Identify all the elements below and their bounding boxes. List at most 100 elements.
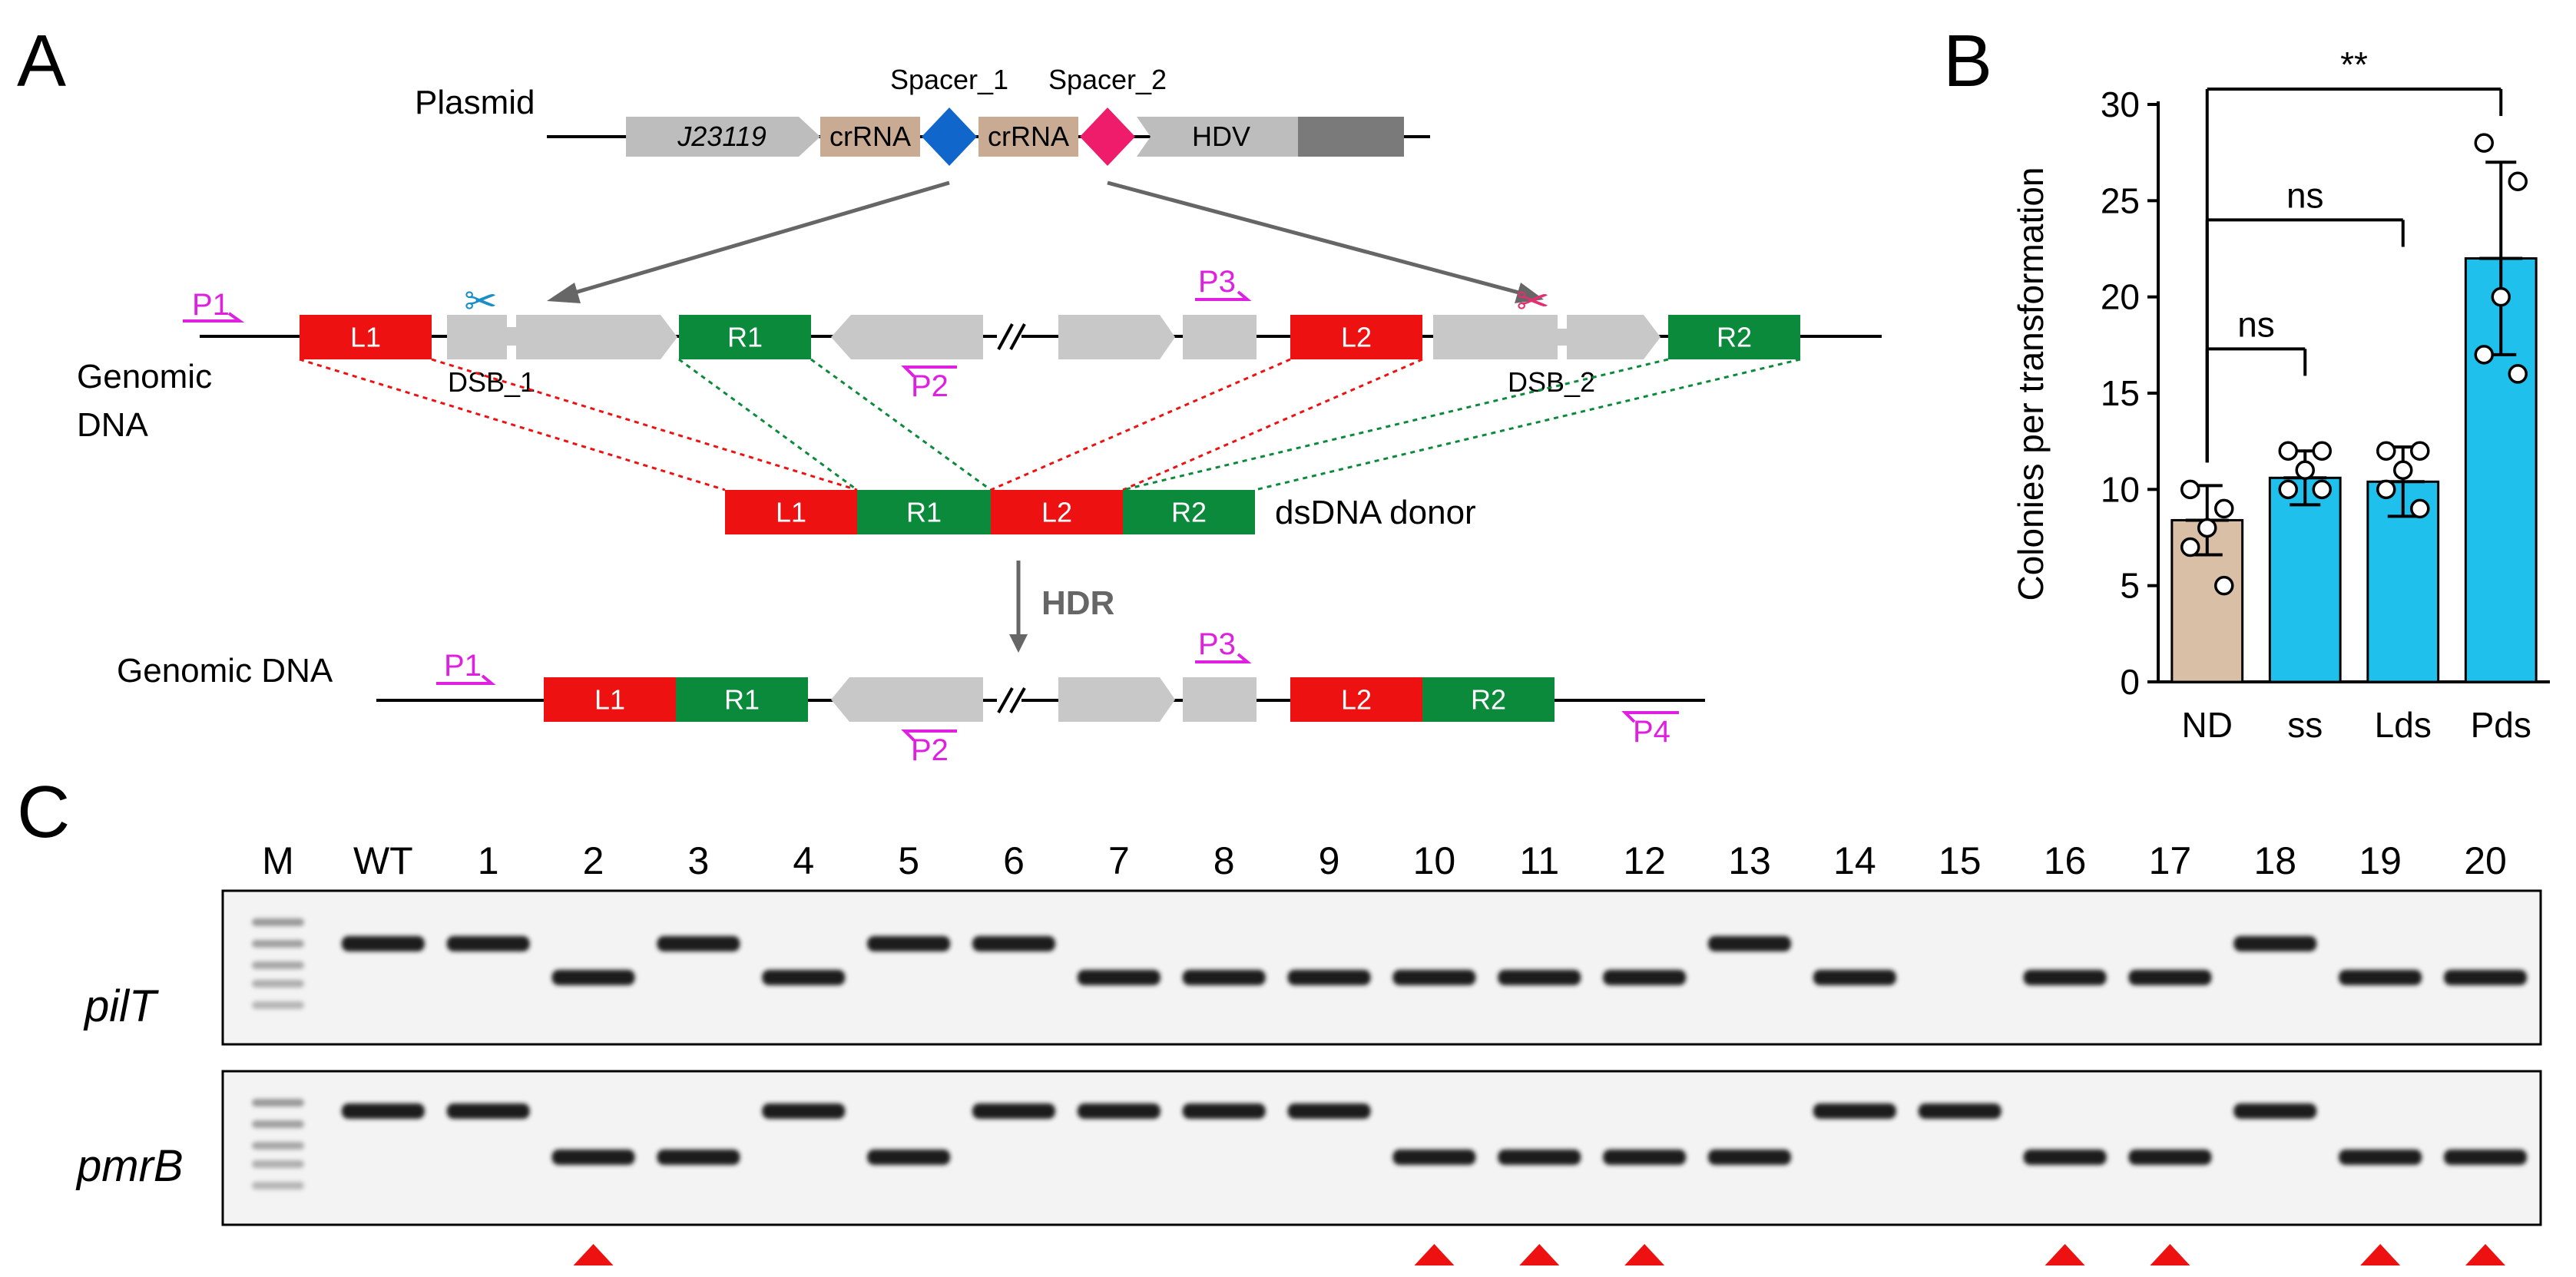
x-tick-label: Lds [2375, 705, 2432, 745]
selected-lane-marker [1624, 1244, 1665, 1265]
x-tick-label: Pds [2471, 705, 2531, 745]
dna-band [1603, 970, 1687, 985]
dna-band [2444, 1150, 2527, 1165]
lane-label: 12 [1623, 839, 1666, 882]
genomic-top-r1: R1 [727, 322, 763, 353]
scissors-icon-1: ✂ [464, 280, 498, 324]
dna-band [2444, 970, 2527, 985]
dna-band [446, 936, 530, 951]
dna-band [341, 1103, 425, 1119]
y-tick-label: 25 [2101, 180, 2140, 220]
marker-band [252, 1182, 304, 1189]
hdv-block [1137, 117, 1298, 157]
dna-band [972, 1103, 1055, 1119]
selected-lane-marker [2045, 1244, 2085, 1265]
primer-p2-bottom: P2 [911, 733, 949, 767]
primer-p3-top: P3 [1198, 265, 1236, 299]
homology-lines [299, 358, 1801, 491]
dna-band [1287, 1103, 1371, 1119]
dna-band [867, 1150, 951, 1165]
selected-lane-marker [2465, 1244, 2505, 1265]
genomic-bottom-label: Genomic DNA [117, 652, 333, 690]
data-point [2278, 441, 2298, 461]
dna-band [1918, 1103, 2002, 1119]
scissors-icon-2: ✂ [1516, 280, 1550, 324]
dna-band [2023, 970, 2107, 985]
dna-band [2339, 970, 2422, 985]
lane-label: 1 [478, 839, 499, 882]
data-point [2474, 133, 2494, 153]
data-point [2508, 171, 2528, 192]
marker-band [252, 1142, 304, 1150]
genomic-top-l1: L1 [350, 322, 381, 353]
lane-label: 8 [1214, 839, 1235, 882]
data-point [2197, 518, 2217, 538]
primer-p2-top: P2 [911, 369, 949, 403]
dna-band [1182, 970, 1266, 985]
data-point [2508, 364, 2528, 384]
genomic-top-label-1: Genomic [77, 358, 212, 395]
lane-label: 20 [2464, 839, 2507, 882]
dna-band [1392, 970, 1476, 985]
data-point [2214, 575, 2234, 596]
lane-label: 9 [1319, 839, 1340, 882]
dna-band [2233, 936, 2317, 951]
dna-band [1813, 1103, 1896, 1119]
dna-band [551, 970, 635, 985]
promoter-arrow [626, 117, 820, 157]
donor-l2: L2 [1041, 497, 1072, 528]
marker-band [252, 1160, 304, 1168]
selected-lane-marker [2360, 1244, 2401, 1265]
primer-p1-bottom: P1 [444, 649, 482, 683]
plasmid-construct: Plasmid J23119 crRNA Spacer_1 crRNA Spac… [415, 64, 1430, 166]
y-tick-label: 30 [2101, 84, 2140, 124]
gel-pilt [221, 889, 2542, 1046]
panel-a-letter: A [17, 20, 66, 102]
dna-band [341, 936, 425, 951]
data-point [2312, 441, 2332, 461]
donor-l1: L1 [776, 497, 806, 528]
dna-band [762, 970, 846, 985]
primer-p4-bottom: P4 [1633, 715, 1670, 749]
dna-band [1708, 936, 1791, 951]
terminator-block [1298, 117, 1404, 157]
dna-band [1077, 970, 1161, 985]
crrna-label-1: crRNA [829, 121, 911, 152]
x-tick-label: ss [2287, 705, 2323, 745]
lane-label: 5 [898, 839, 919, 882]
genomic-top-l2: L2 [1341, 322, 1372, 353]
dna-band [657, 1150, 740, 1165]
marker-band [252, 1099, 304, 1107]
data-point [2376, 479, 2396, 500]
dna-band [1498, 970, 1581, 985]
gene-label-pilt: pilT [83, 981, 159, 1031]
gene-label-pmrb: pmrB [75, 1141, 184, 1191]
bar-ss [2268, 476, 2342, 683]
genomic-bottom-r1: R1 [724, 684, 760, 716]
crrna-block-1 [820, 117, 920, 157]
dna-band [2233, 1103, 2317, 1119]
lane-label: 10 [1413, 839, 1456, 882]
genomic-top-r2: R2 [1717, 322, 1752, 353]
y-tick-label: 0 [2120, 662, 2140, 702]
selected-lane-marker [573, 1244, 614, 1265]
marker-band [252, 1001, 304, 1009]
data-point [2474, 345, 2494, 365]
dna-band [1498, 1150, 1581, 1165]
data-point [2376, 441, 2396, 461]
lane-label: 3 [688, 839, 710, 882]
dna-band [1708, 1150, 1791, 1165]
lane-label: 17 [2149, 839, 2192, 882]
genomic-top-label-2: DNA [77, 406, 149, 444]
dna-band [2339, 1150, 2422, 1165]
lane-label: 4 [793, 839, 814, 882]
dna-band [1077, 1103, 1161, 1119]
data-point [2295, 460, 2315, 481]
y-axis-label: Colonies per transformation [2011, 167, 2051, 600]
donor-r2: R2 [1171, 497, 1207, 528]
promoter-label: J23119 [677, 121, 766, 152]
dna-band [972, 936, 1055, 951]
